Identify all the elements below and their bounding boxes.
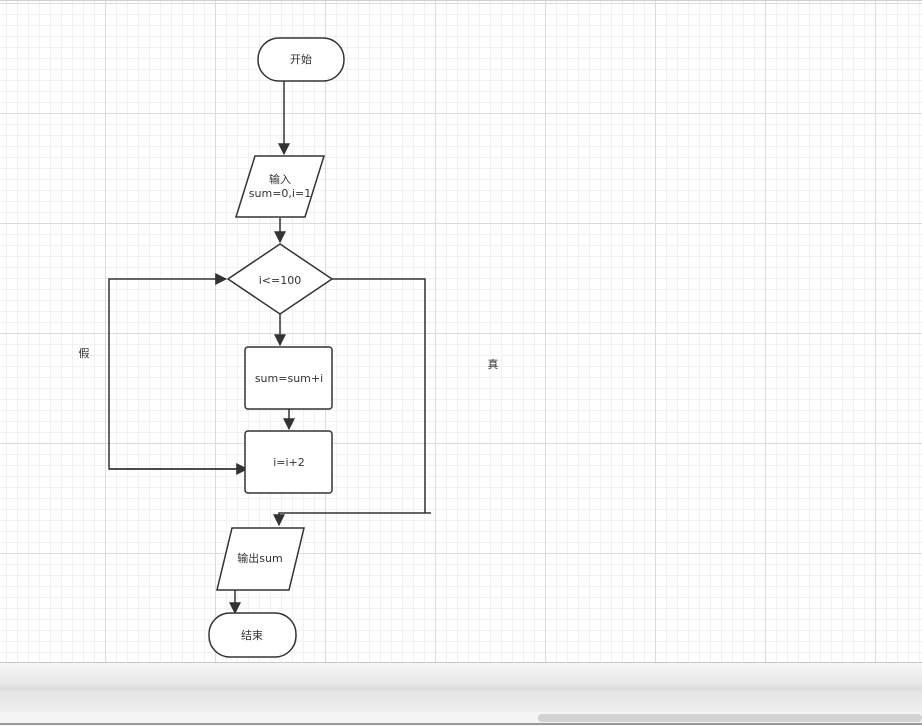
input-title: 输入 [269, 172, 291, 186]
window-bottom-border [0, 723, 922, 725]
increment-process-box[interactable] [244, 430, 333, 494]
end-label: 结束 [241, 629, 263, 642]
end-terminator[interactable] [208, 612, 297, 658]
false-branch-label: 假 [79, 346, 90, 360]
horizontal-scrollbar-thumb[interactable] [538, 714, 922, 722]
drawing-canvas[interactable]: 开始 输入 sum=0,i=1 i<=100 sum=sum+i i=i+2 输… [0, 0, 922, 663]
flowchart-diagram: 开始 输入 sum=0,i=1 i<=100 sum=sum+i i=i+2 输… [79, 37, 499, 658]
condition-diamond[interactable] [226, 243, 334, 315]
sum-step-label: sum=sum+i [255, 372, 323, 385]
output-parallelogram[interactable] [216, 527, 305, 591]
true-branch-label: 真 [488, 357, 499, 371]
output-label: 输出sum [237, 551, 282, 565]
sum-process-box[interactable] [244, 346, 333, 410]
start-label: 开始 [290, 52, 312, 66]
input-parallelogram[interactable] [234, 155, 326, 218]
condition-label: i<=100 [259, 274, 302, 287]
connector-loop-back[interactable] [108, 273, 245, 470]
input-value: sum=0,i=1 [249, 187, 311, 200]
increment-step-label: i=i+2 [273, 456, 305, 469]
start-terminator[interactable] [257, 37, 345, 82]
